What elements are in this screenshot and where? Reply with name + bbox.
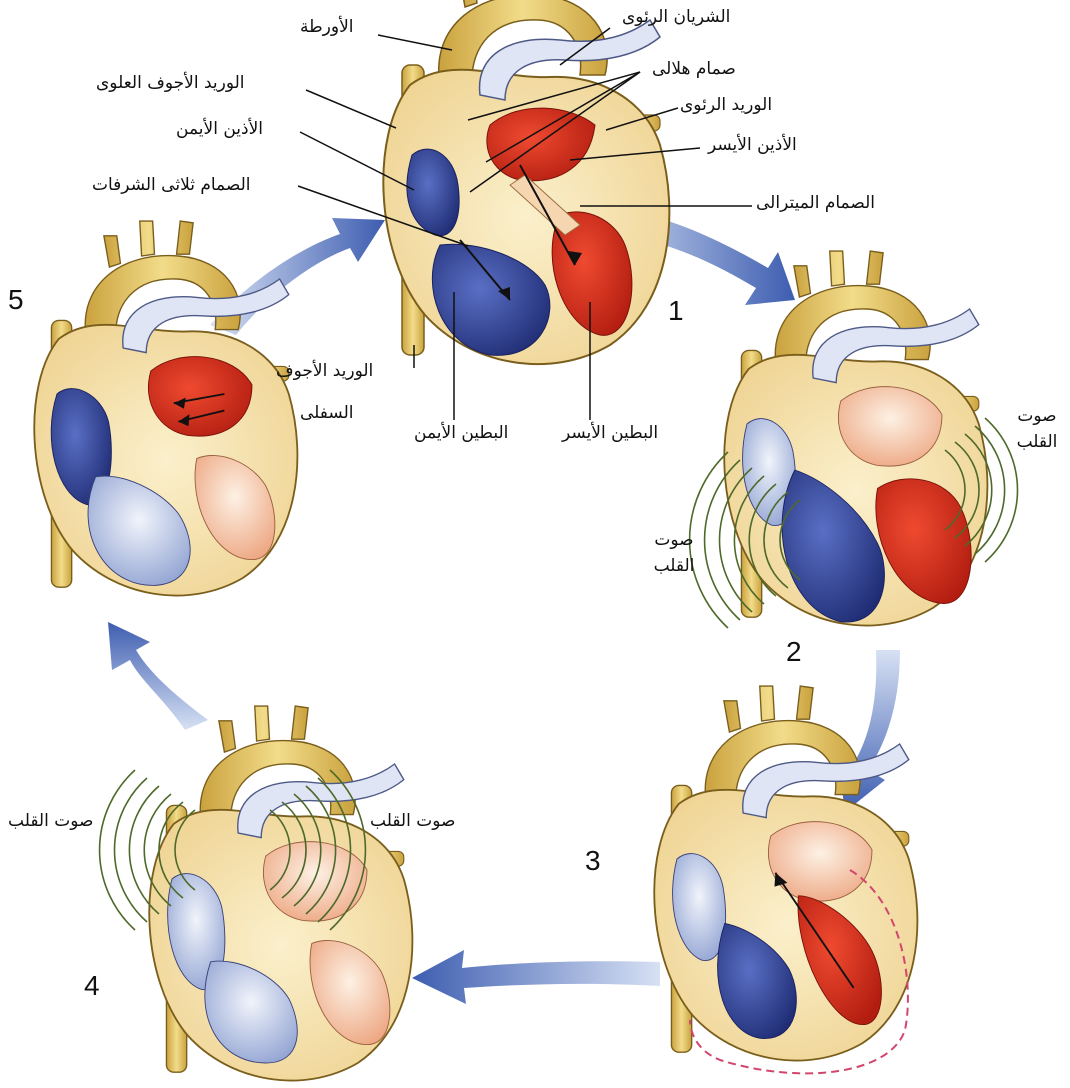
label-aorta: الأورطة <box>300 18 353 38</box>
label-inferior-vena-cava-2: السفلى <box>300 404 353 424</box>
stage-number-5: 5 <box>8 284 24 316</box>
label-heart-sound-stage4-right: صوت القلب <box>370 812 455 832</box>
cycle-arrow-4-to-5 <box>108 622 208 730</box>
label-right-ventricle: البطين الأيمن <box>414 424 508 444</box>
heart-stage-4 <box>149 706 412 1081</box>
label-semilunar-valve: صمام هلالى <box>652 60 736 80</box>
label-superior-vena-cava: الوريد الأجوف العلوى <box>96 74 245 94</box>
heart-sound-word-2: القلب <box>1012 430 1062 456</box>
heart-sound-word-1: صوت <box>646 528 702 554</box>
label-right-atrium: الأذين الأيمن <box>176 120 263 140</box>
label-mitral-valve: الصمام الميترالى <box>756 194 875 214</box>
label-left-atrium: الأذين الأيسر <box>708 136 797 156</box>
cycle-arrow-3-to-4 <box>412 950 660 1004</box>
stage-number-3: 3 <box>585 845 601 877</box>
stage-number-4: 4 <box>84 970 100 1002</box>
stage-number-2: 2 <box>786 636 802 668</box>
heart-stage-2 <box>724 251 987 626</box>
label-heart-sound-stage4-left: صوت القلب <box>8 812 93 832</box>
label-tricuspid-valve: الصمام ثلاثى الشرفات <box>92 176 251 196</box>
stage-number-1: 1 <box>668 295 684 327</box>
label-inferior-vena-cava-1: الوريد الأجوف <box>276 362 373 382</box>
label-heart-sound-stage2-right: صوت القلب <box>1012 404 1062 455</box>
label-heart-sound-stage2-left: صوت القلب <box>646 528 702 579</box>
heart-sound-word-2: القلب <box>646 554 702 580</box>
heart-sound-word-1: صوت <box>1012 404 1062 430</box>
label-pulmonary-artery: الشريان الرئوى <box>622 8 730 28</box>
heart-stage-1 <box>383 0 669 364</box>
label-left-ventricle: البطين الأيسر <box>562 424 658 444</box>
label-pulmonary-vein: الوريد الرئوى <box>680 96 772 116</box>
heart-stage-5 <box>34 221 297 596</box>
